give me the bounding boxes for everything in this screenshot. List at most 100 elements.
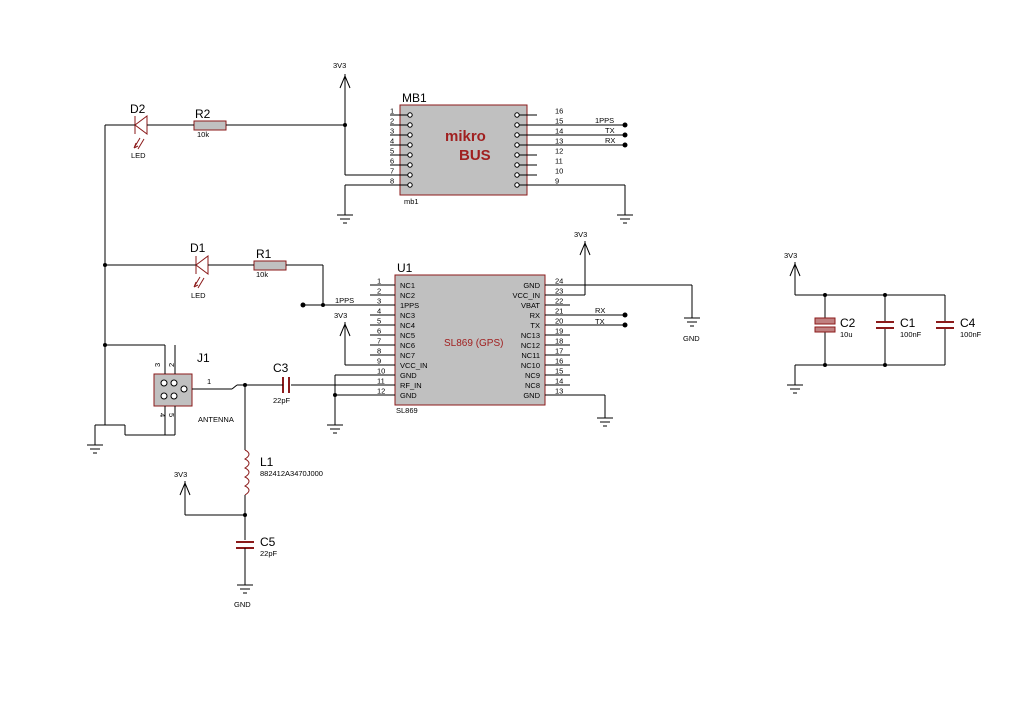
u1-pin-name: RX [530,311,540,320]
u1-pin-name: NC3 [400,311,415,320]
mb1-pin-number: 3 [390,127,394,136]
u1-pin-name: GND [400,371,417,380]
u1-pin-number: 6 [377,327,381,336]
r1-ref: R1 [256,247,272,261]
d2-val: LED [131,151,146,160]
j1-pin-1: 1 [207,377,211,386]
u1-pin-name: NC8 [525,381,540,390]
u1-pin-name: VCC_IN [400,361,428,370]
u1-pin-number: 5 [377,317,381,326]
capacitor-c1[interactable]: C1 100nF [876,316,922,339]
u1-pin-number: 14 [555,377,563,386]
net-rx-mb1: RX [605,136,615,145]
u1-wiring: 3V3 GND 3V3 RX TX [291,230,700,434]
resistor-r1[interactable]: R1 10k [253,247,287,279]
u1-ref: U1 [397,261,413,275]
j1-ref: J1 [197,351,210,365]
u1-pin-name: VBAT [521,301,540,310]
u1-pin-name: VCC_IN [512,291,540,300]
led-d1[interactable]: D1 LED [190,241,209,300]
u1-pin-name: NC9 [525,371,540,380]
resistor-r2[interactable]: R2 10k [193,107,227,139]
r2-val: 10k [197,130,209,139]
power-label-3v3-u1: 3V3 [334,311,347,320]
r2-ref: R2 [195,107,211,121]
c5-ref: C5 [260,535,276,549]
u1-pin-name: NC4 [400,321,415,330]
mb1-pin-number: 14 [555,127,563,136]
u1-pin-name: GND [523,281,540,290]
u1-pin-number: 8 [377,347,381,356]
u1-pin-name: NC1 [400,281,415,290]
u1-pin-number: 12 [377,387,385,396]
u1-pin-number: 22 [555,297,563,306]
c4-ref: C4 [960,316,976,330]
mb1-pin-number: 5 [390,147,394,156]
d2-ref: D2 [130,102,146,116]
gnd-label-u1-right: GND [683,334,700,343]
u1-pin-name: GND [523,391,540,400]
mb1-supply: 3V3 [333,61,633,224]
u1-pin-name: NC11 [521,351,540,360]
c1-val: 100nF [900,330,922,339]
mb1-label-2: BUS [459,147,491,164]
mb1-pin-number: 13 [555,137,563,146]
antenna-connector-j1[interactable]: J1 ANTENNA 3 2 4 5 1 [153,351,234,424]
power-label-3v3-l1: 3V3 [174,470,187,479]
power-label-3v3-u1-right: 3V3 [574,230,587,239]
u1-pin-number: 24 [555,277,563,286]
power-label-3v3-decoupling: 3V3 [784,251,797,260]
mb1-pin-number: 12 [555,147,563,156]
u1-pin-number: 10 [377,367,385,376]
u1-pin-number: 2 [377,287,381,296]
u1-pin-name: RF_IN [400,381,422,390]
r1-val: 10k [256,270,268,279]
u1-pin-number: 13 [555,387,563,396]
u1-pin-number: 18 [555,337,563,346]
wires-d2-r2 [104,124,345,425]
u1-pin-name: NC2 [400,291,415,300]
mikrobus-mb1[interactable]: MB1 mb1 mikro BUS 1234567816151413121110… [390,91,563,206]
mb1-pin-number: 2 [390,117,394,126]
mb1-pin-number: 16 [555,107,563,116]
inductor-l1[interactable]: L1 882412A3470J000 [243,449,323,496]
net-tx-u1: TX [595,317,605,326]
u1-pin-number: 17 [555,347,563,356]
capacitor-c3[interactable]: C3 22pF [273,361,291,405]
capacitor-c4[interactable]: C4 100nF [936,316,982,339]
mb1-sub: mb1 [404,197,419,206]
c3-val: 22pF [273,396,291,405]
u1-pin-number: 11 [377,377,385,386]
u1-pin-number: 16 [555,357,563,366]
led-d2[interactable]: D2 LED [130,102,148,160]
d1-ref: D1 [190,241,206,255]
u1-pin-name: NC12 [521,341,540,350]
net-tx-mb1: TX [605,126,615,135]
mb1-pin-number: 9 [555,177,559,186]
u1-pin-number: 21 [555,307,563,316]
c5-wiring: GND [234,548,253,609]
l1-ref: L1 [260,455,274,469]
capacitor-c5[interactable]: C5 22pF [236,535,278,558]
net-rx-u1: RX [595,306,605,315]
j1-pin-4: 4 [158,413,167,417]
mb1-pin-number: 6 [390,157,394,166]
net-1pps-u1: 1PPS [335,296,354,305]
u1-pin-number: 3 [377,297,381,306]
u1-center-label: SL869 (GPS) [444,338,503,349]
u1-pin-name: NC10 [521,361,540,370]
u1-pin-number: 4 [377,307,381,316]
u1-pin-name: NC6 [400,341,415,350]
mb1-pin-number: 15 [555,117,563,126]
j1-pin-3: 3 [153,363,162,367]
u1-pin-name: 1PPS [400,301,419,310]
u1-pin-name: TX [530,321,540,330]
power-label-3v3-mb1: 3V3 [333,61,346,70]
u1-pin-name: GND [400,391,417,400]
decoupling-wiring: 3V3 [784,251,946,394]
capacitor-c2[interactable]: C2 10u [814,316,856,339]
mb1-nets: 1PPS TX RX [537,116,628,148]
mb1-label-1: mikro [445,128,486,145]
u1-pin-number: 15 [555,367,563,376]
